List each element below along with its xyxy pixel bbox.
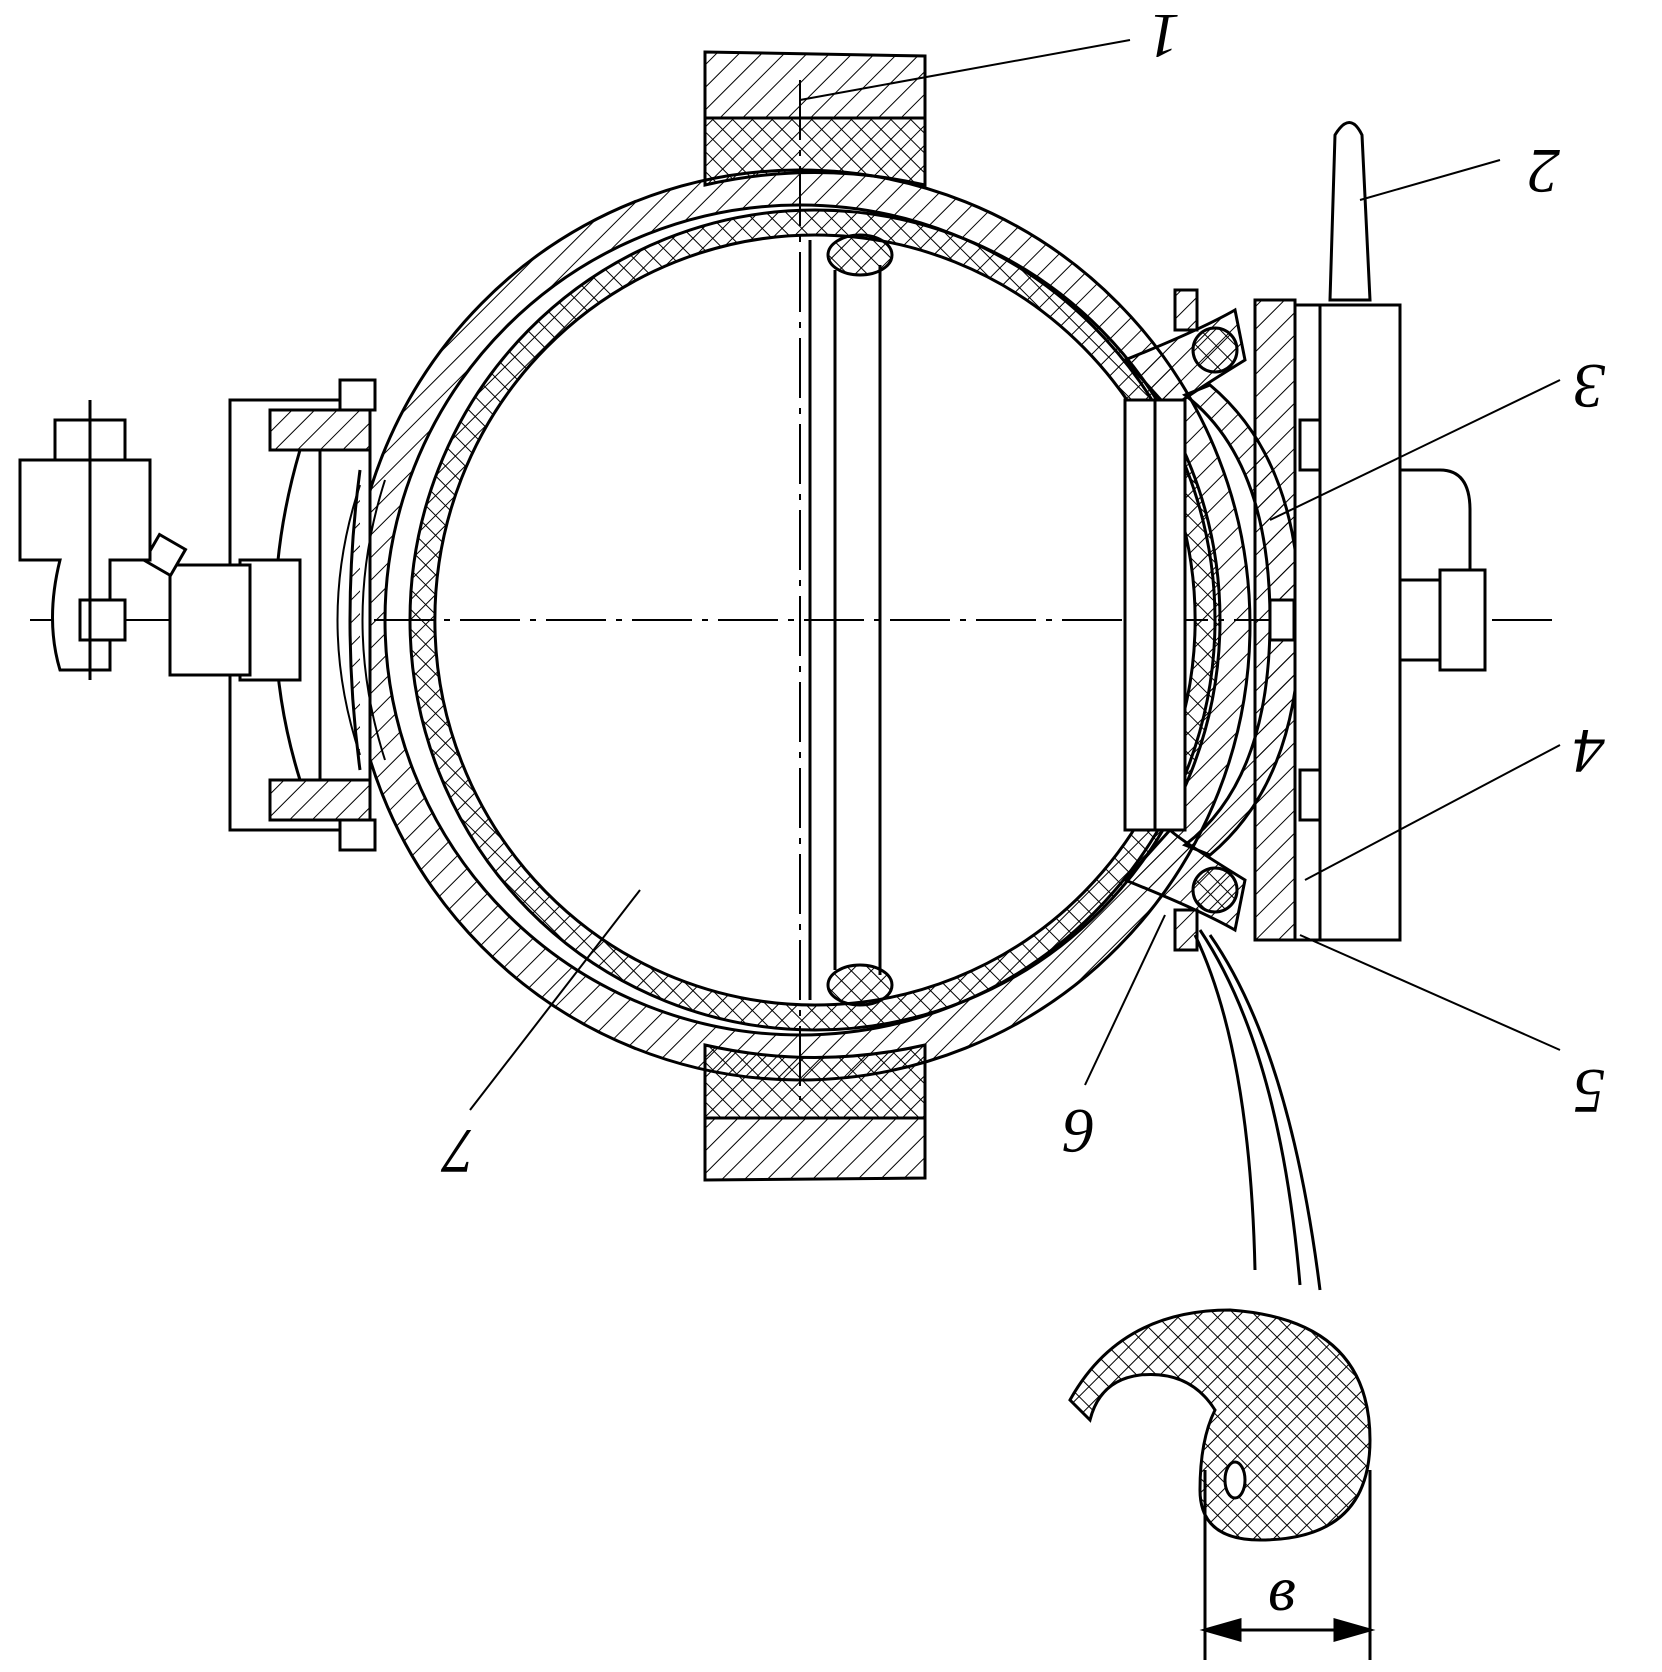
label-5: 5 [1573,1056,1605,1127]
label-6: 6 [1063,1096,1095,1167]
leader-lines [469,39,1561,1111]
antenna [1328,121,1372,302]
core-rings [808,233,894,1007]
label-3: 3 [1573,351,1606,422]
instrument-box [1318,121,1487,942]
label-1: 1 [1148,1,1180,72]
label-4: 4 [1573,716,1605,787]
wall-top [703,50,927,187]
seal-lip [1193,929,1322,1291]
left-fitting [18,378,377,852]
perforated-band [336,479,386,761]
label-7: 7 [440,1116,475,1187]
part-labels: 1 2 3 4 5 7 6 в [440,1,1606,1624]
seal-profile-detail [1068,1308,1376,1660]
label-2: 2 [1528,136,1560,207]
dimension-b-label: в [1268,1553,1296,1624]
right-flange-assembly [1122,288,1397,952]
